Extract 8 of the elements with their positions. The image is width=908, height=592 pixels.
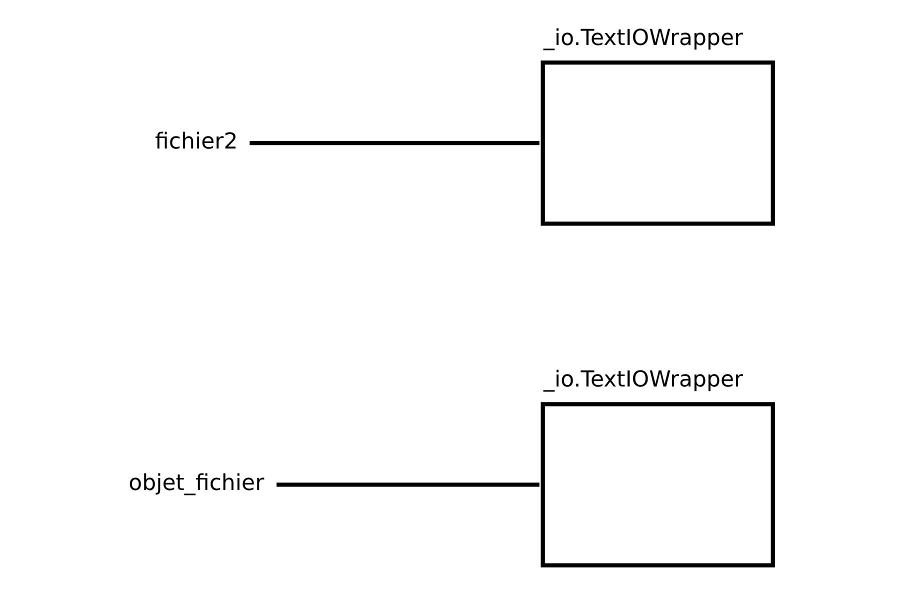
- node-box: [540, 402, 775, 568]
- node-box: [540, 60, 775, 226]
- connector: [276, 482, 540, 487]
- node-label: _io.TextIOWrapper: [544, 368, 744, 393]
- connector: [250, 141, 540, 146]
- node-label: _io.TextIOWrapper: [544, 26, 744, 52]
- node-text: objet_fichier: [128, 470, 264, 496]
- node-text: fichier2: [155, 129, 238, 154]
